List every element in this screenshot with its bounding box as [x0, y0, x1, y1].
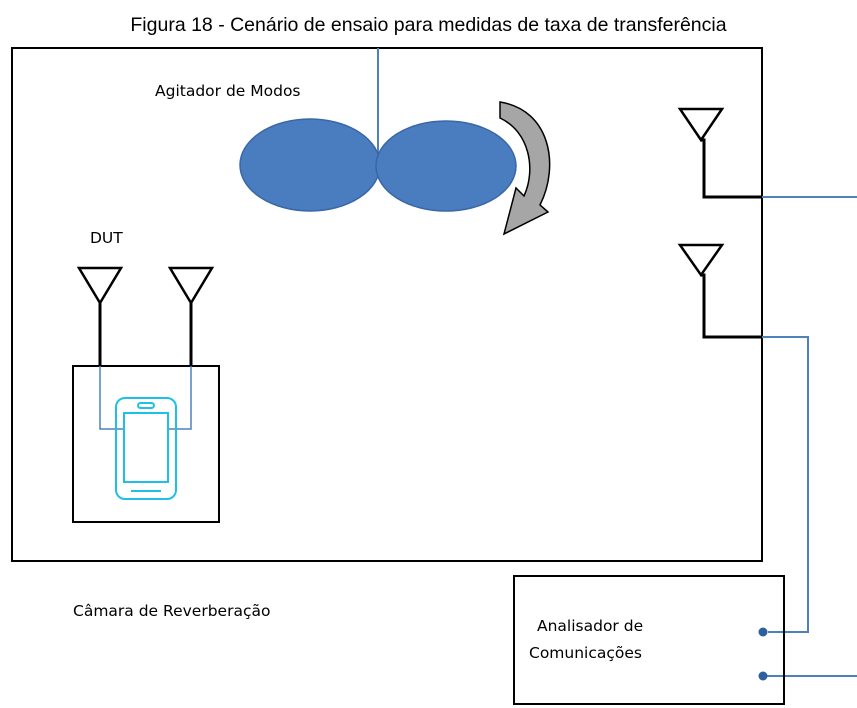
communications-analyzer: [513, 575, 785, 705]
stirrer-blade-left: [239, 118, 381, 212]
analyzer-label-line1: Analisador de: [537, 617, 643, 635]
connector-port-icon: [758, 671, 768, 681]
mobile-phone-icon: [115, 397, 177, 500]
cable-lower: [762, 336, 809, 633]
stirrer-blade-right: [375, 120, 517, 212]
curved-arrow-icon: [499, 101, 551, 236]
dut-wire-left: [99, 366, 125, 430]
antenna-icon: [167, 266, 215, 366]
dut-wire-right: [167, 366, 192, 430]
antenna-icon: [76, 266, 124, 366]
antenna-icon: [677, 107, 762, 199]
analyzer-label-line2: Comunicações: [529, 644, 642, 662]
dut-label: DUT: [90, 229, 123, 247]
mode-stirrer-label: Agitador de Modos: [155, 82, 301, 100]
chamber-label: Câmara de Reverberação: [73, 602, 270, 620]
figure-caption: Figura 18 - Cenário de ensaio para medid…: [130, 14, 727, 36]
reverberation-chamber: [11, 47, 763, 562]
antenna-icon: [677, 243, 762, 339]
connector-port-icon: [758, 627, 768, 637]
dut-enclosure: [72, 365, 220, 523]
